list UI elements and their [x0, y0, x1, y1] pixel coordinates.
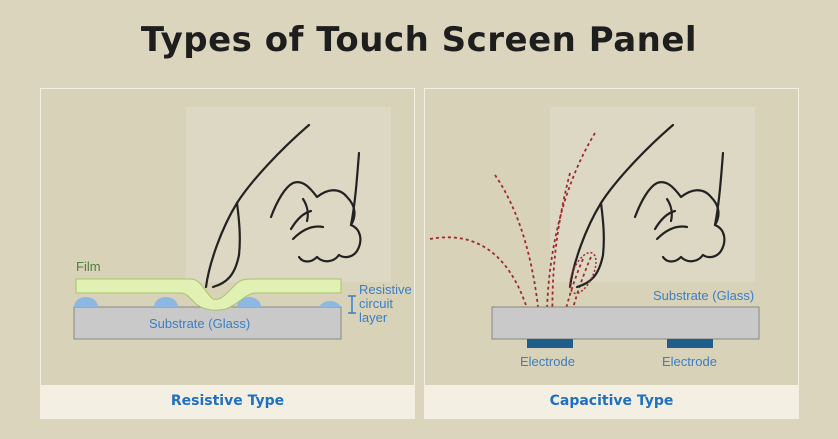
capacitive-substrate-label: Substrate (Glass) [653, 288, 754, 303]
fingertip-charge [569, 251, 597, 295]
electrode-left [527, 339, 573, 348]
page-title: Types of Touch Screen Panel [140, 20, 698, 60]
resistive-diagram: Film Substrate (Glass) Resistive circuit… [73, 107, 412, 340]
resistive-caption: Resistive Type [41, 385, 414, 418]
hand-backdrop [186, 107, 391, 282]
capacitive-substrate [491, 306, 760, 340]
capacitive-panel: Substrate (Glass) Electrode Electrode Ca… [424, 88, 799, 419]
hand-icon [568, 123, 726, 289]
circuit-label-line1: Resistive [359, 282, 412, 297]
spacer-dots [74, 297, 341, 307]
capacitive-caption: Capacitive Type [425, 385, 798, 418]
capacitive-diagram: Substrate (Glass) Electrode Electrode [429, 107, 760, 369]
circuit-bracket [348, 295, 356, 314]
circuit-label-line2: circuit [359, 296, 393, 311]
resistive-film [75, 278, 342, 311]
hand-backdrop [550, 107, 755, 282]
electrode-right [667, 339, 713, 348]
circuit-label-line3: layer [359, 310, 388, 325]
resistive-substrate-label: Substrate (Glass) [149, 316, 250, 331]
resistive-panel: Film Substrate (Glass) Resistive circuit… [40, 88, 415, 419]
electrode-left-label: Electrode [520, 354, 575, 369]
hand-icon [204, 123, 362, 289]
electrode-right-label: Electrode [662, 354, 717, 369]
resistive-substrate [73, 306, 342, 340]
film-label: Film [76, 259, 101, 274]
